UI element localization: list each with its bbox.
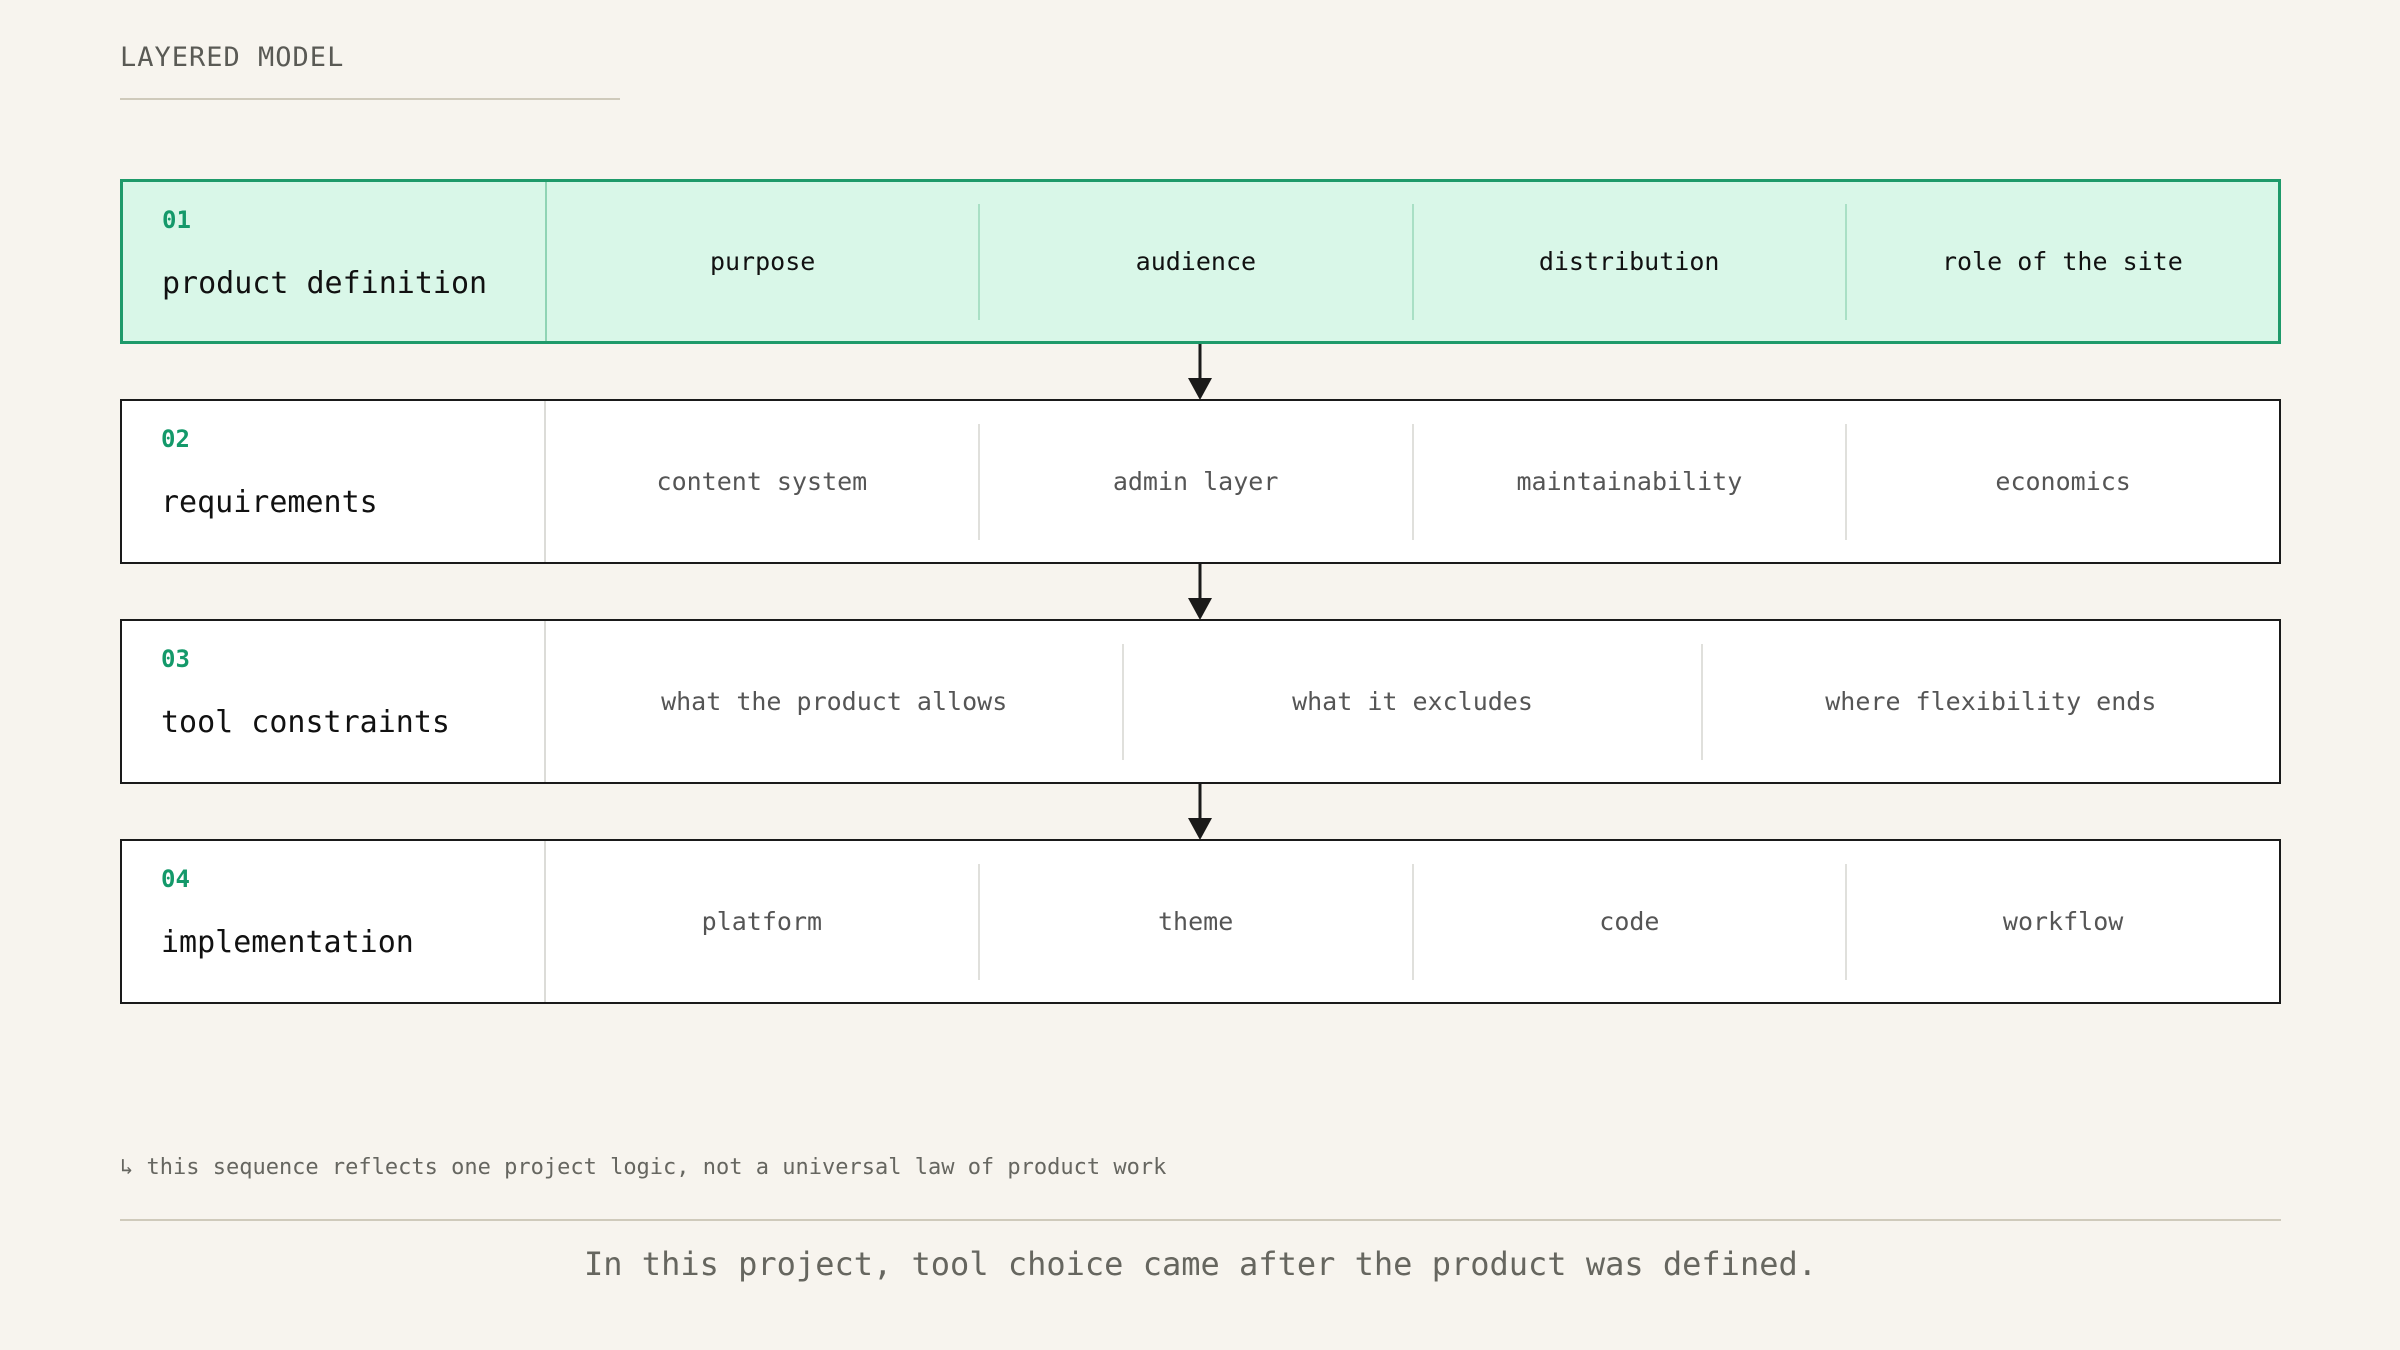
layer-item-content-system: content system — [656, 467, 868, 496]
layer-header: 01 product definition — [123, 182, 547, 341]
layer-items: platform theme code workflow — [546, 841, 2279, 1002]
page-title: LAYERED MODEL — [120, 42, 345, 73]
layer-item-admin-layer: admin layer — [977, 423, 1412, 540]
layer-item-economics: economics — [1845, 423, 2279, 540]
layer-item-maintainability: maintainability — [1411, 423, 1846, 540]
arrow-down-icon — [1188, 564, 1212, 620]
footnote: ↳ this sequence reflects one project log… — [120, 1155, 1167, 1180]
layer-item-audience: audience — [978, 203, 1411, 320]
layer-name: requirements — [161, 485, 378, 520]
layer-number: 03 — [161, 645, 190, 673]
layer-name: tool constraints — [161, 705, 450, 740]
layer-items: content system admin layer maintainabili… — [546, 401, 2279, 562]
header: LAYERED MODEL — [120, 40, 620, 100]
layer-number: 01 — [162, 206, 191, 234]
layer-number: 02 — [161, 425, 190, 453]
layer-item-theme: theme — [977, 863, 1412, 980]
arrow-down-icon — [1188, 784, 1212, 840]
layer-header: 04 implementation — [122, 841, 546, 1002]
layer-number: 04 — [161, 865, 190, 893]
layer-header: 03 tool constraints — [122, 621, 546, 782]
layer-items: purpose audience distribution role of th… — [547, 182, 2278, 341]
arrow-down-icon — [1188, 344, 1212, 400]
layer-item-purpose: purpose — [709, 247, 816, 276]
layer-item-role-of-the-site: role of the site — [1844, 203, 2278, 320]
layer-items: what the product allows what it excludes… — [546, 621, 2279, 782]
layer-item-code: code — [1411, 863, 1846, 980]
layer-item-where-flexibility-ends: where flexibility ends — [1700, 643, 2279, 760]
layer-item-distribution: distribution — [1411, 203, 1845, 320]
layer-implementation: 04 implementation platform theme code wo… — [120, 839, 2281, 1004]
layer-header: 02 requirements — [122, 401, 546, 562]
caption: In this project, tool choice came after … — [584, 1245, 1817, 1283]
layer-name: product definition — [162, 266, 488, 301]
layer-item-workflow: workflow — [1845, 863, 2279, 980]
layer-name: implementation — [161, 925, 414, 960]
layer-item-platform: platform — [701, 907, 823, 936]
divider — [120, 1219, 2281, 1221]
layer-tool-constraints: 03 tool constraints what the product all… — [120, 619, 2281, 784]
layer-item-what-the-product-allows: what the product allows — [661, 687, 1008, 716]
layer-requirements: 02 requirements content system admin lay… — [120, 399, 2281, 564]
layer-item-what-it-excludes: what it excludes — [1122, 643, 1700, 760]
layer-product-definition: 01 product definition purpose audience d… — [120, 179, 2281, 344]
